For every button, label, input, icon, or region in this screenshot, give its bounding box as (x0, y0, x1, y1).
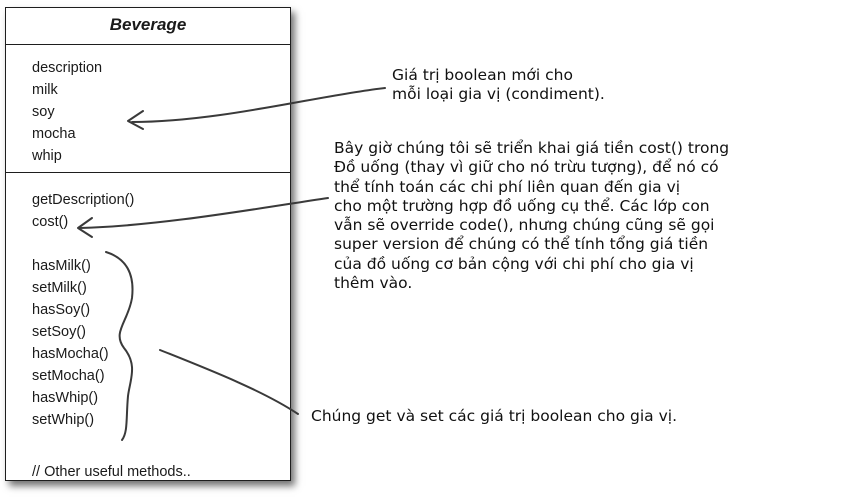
method-has-whip: hasWhip() (32, 390, 99, 406)
boolean-arrow-line (131, 87, 386, 123)
method-set-mocha: setMocha() (32, 368, 105, 384)
method-has-soy: hasSoy() (32, 302, 91, 318)
boolean-note-line: Giá trị boolean mới cho (392, 66, 573, 84)
condiment-brace-icon (105, 251, 134, 441)
methods-section: getDescription() cost() hasMilk() setMil… (6, 174, 290, 480)
cost-note-line: thêm vào. (334, 274, 413, 293)
getset-note: Chúng get và set các giá trị boolean cho… (311, 407, 678, 425)
method-set-soy: setSoy() (32, 324, 86, 340)
cost-note-line: super version để chúng có thể tính tổng … (334, 235, 709, 254)
boolean-note-line: mỗi loại gia vị (condiment). (392, 85, 605, 104)
getset-connector-line (159, 349, 299, 415)
method-set-whip: setWhip() (32, 412, 95, 428)
attribute-milk: milk (32, 82, 58, 98)
cost-note: Bây giờ chúng tôi sẽ triển khai giá tiền… (334, 139, 729, 293)
class-name: Beverage (6, 8, 290, 45)
attribute-description: description (32, 60, 103, 76)
boolean-note: Giá trị boolean mới cho mỗi loại gia vị … (392, 66, 605, 105)
method-get-description: getDescription() (32, 192, 135, 208)
method-cost: cost() (32, 214, 69, 230)
cost-note-line: Đồ uống (thay vì giữ cho nó trừu tượng),… (334, 158, 719, 177)
attribute-whip: whip (32, 148, 62, 164)
cost-arrowhead-icon (77, 217, 93, 238)
cost-note-line: thể tính toán các chi phí liên quan đến … (334, 177, 681, 196)
boolean-arrowhead-icon (127, 110, 144, 130)
cost-note-line: cho một trường hợp đồ uống cụ thể. Các l… (334, 196, 710, 215)
method-has-mocha: hasMocha() (32, 346, 109, 362)
method-set-milk: setMilk() (32, 280, 87, 296)
cost-note-line: Bây giờ chúng tôi sẽ triển khai giá tiền… (334, 139, 730, 157)
beverage-class-box: Beverage description milk soy mocha whip… (5, 7, 291, 481)
cost-note-line: của đồ uống cơ bản cộng với chi phí cho … (334, 254, 694, 273)
attribute-soy: soy (32, 104, 55, 120)
other-methods-comment: // Other useful methods.. (32, 464, 191, 480)
cost-note-line: vẫn sẽ override code(), nhưng chúng cũng… (334, 216, 715, 235)
attributes-section: description milk soy mocha whip (6, 46, 290, 173)
cost-arrow-line (79, 197, 329, 229)
method-has-milk: hasMilk() (32, 258, 91, 274)
attribute-mocha: mocha (32, 126, 76, 142)
